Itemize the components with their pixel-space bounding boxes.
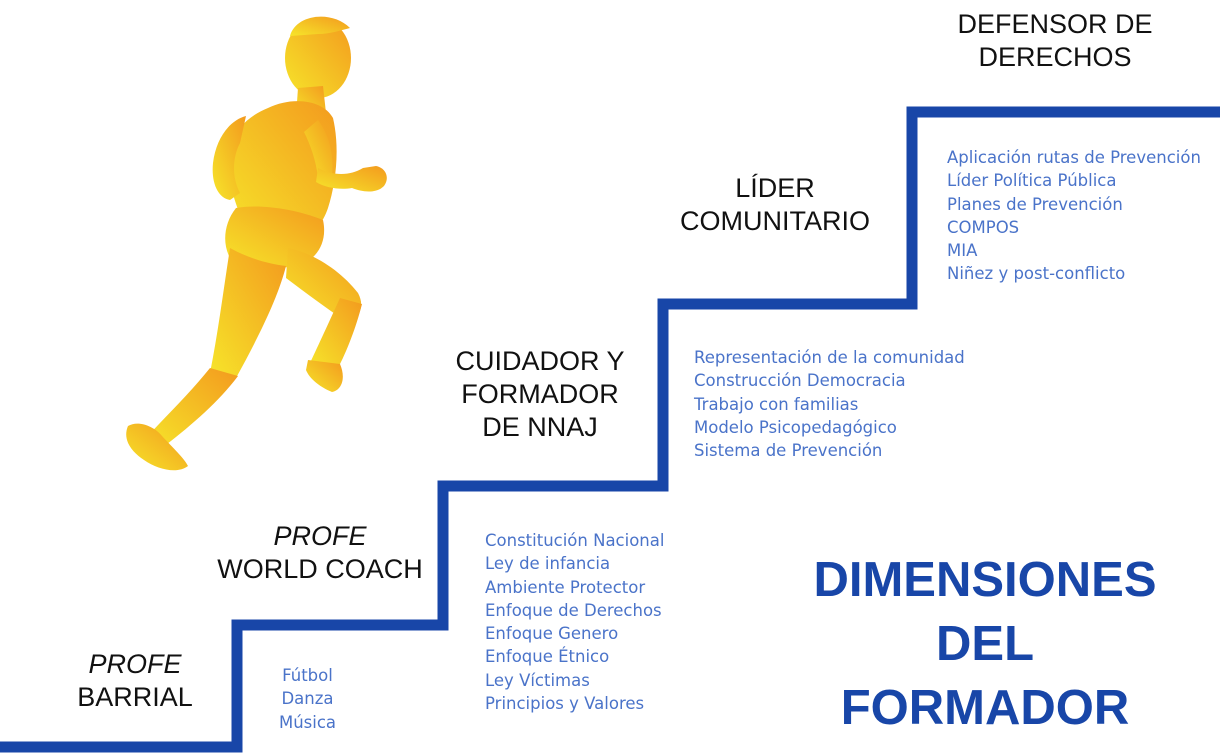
level-items-list: Constitución Nacional Ley de infancia Am… [485,529,664,715]
main-title: DIMENSIONES DEL FORMADOR [790,548,1180,740]
level-italic-label: PROFE [88,649,182,679]
level-title-profe-barrial: PROFE BARRIAL [45,648,225,714]
level-title-defensor-derechos: DEFENSOR DE DERECHOS [930,8,1180,74]
main-title-line: FORMADOR [840,681,1130,735]
level-title-line: BARRIAL [77,682,193,712]
level-title-line: CUIDADOR Y [455,346,625,376]
level-item: Trabajo con familias [694,394,859,414]
level-items-list: Fútbol Danza Música [255,664,360,734]
level-title-line: DEFENSOR DE [957,9,1153,39]
staircase-line [0,106,1220,753]
level-item: Aplicación rutas de Prevención [947,148,1201,167]
main-title-line: DEL [936,617,1034,671]
level-title-line: COMUNITARIO [680,206,870,236]
level-item: Danza [281,689,334,709]
level-item: Ley Víctimas [485,670,590,690]
level-item: Ambiente Protector [485,577,646,597]
level-item: Modelo Psicopedagógico [694,417,897,437]
level-title-line: WORLD COACH [217,554,423,584]
runner-icon [126,16,387,471]
level-title-cuidador: CUIDADOR Y FORMADOR DE NNAJ [440,345,640,444]
level-item: Construcción Democracia [694,371,906,391]
level-item: Enfoque de Derechos [485,600,662,620]
level-title-profe-world-coach: PROFE WORLD COACH [195,520,445,586]
level-item: Enfoque Genero [485,624,619,644]
level-title-line: DE NNAJ [482,412,598,442]
level-item: COMPOS [947,217,1020,237]
level-item: Niñez y post-conflicto [947,264,1126,284]
level-item: Representación de la comunidad [694,348,965,367]
level-item: Constitución Nacional [485,531,665,550]
level-items-list: Representación de la comunidad Construcc… [694,346,965,462]
main-title-line: DIMENSIONES [813,553,1157,607]
level-item: Fútbol [282,666,333,685]
level-title-line: FORMADOR [461,379,619,409]
level-item: Planes de Prevención [947,194,1123,214]
level-item: Principios y Valores [485,694,645,714]
level-item: Enfoque Étnico [485,647,610,667]
level-items-list: Aplicación rutas de Prevención Líder Pol… [947,146,1201,286]
level-item: Música [278,712,337,732]
level-item: MIA [947,241,978,261]
level-item: Ley de infancia [485,554,611,574]
level-item: Líder Política Pública [947,171,1117,191]
level-title-line: DERECHOS [978,42,1132,72]
level-title-lider-comunitario: LÍDER COMUNITARIO [660,172,890,238]
level-title-line: LÍDER [735,173,815,203]
level-item: Sistema de Prevención [694,441,883,461]
level-italic-label: PROFE [273,521,367,551]
